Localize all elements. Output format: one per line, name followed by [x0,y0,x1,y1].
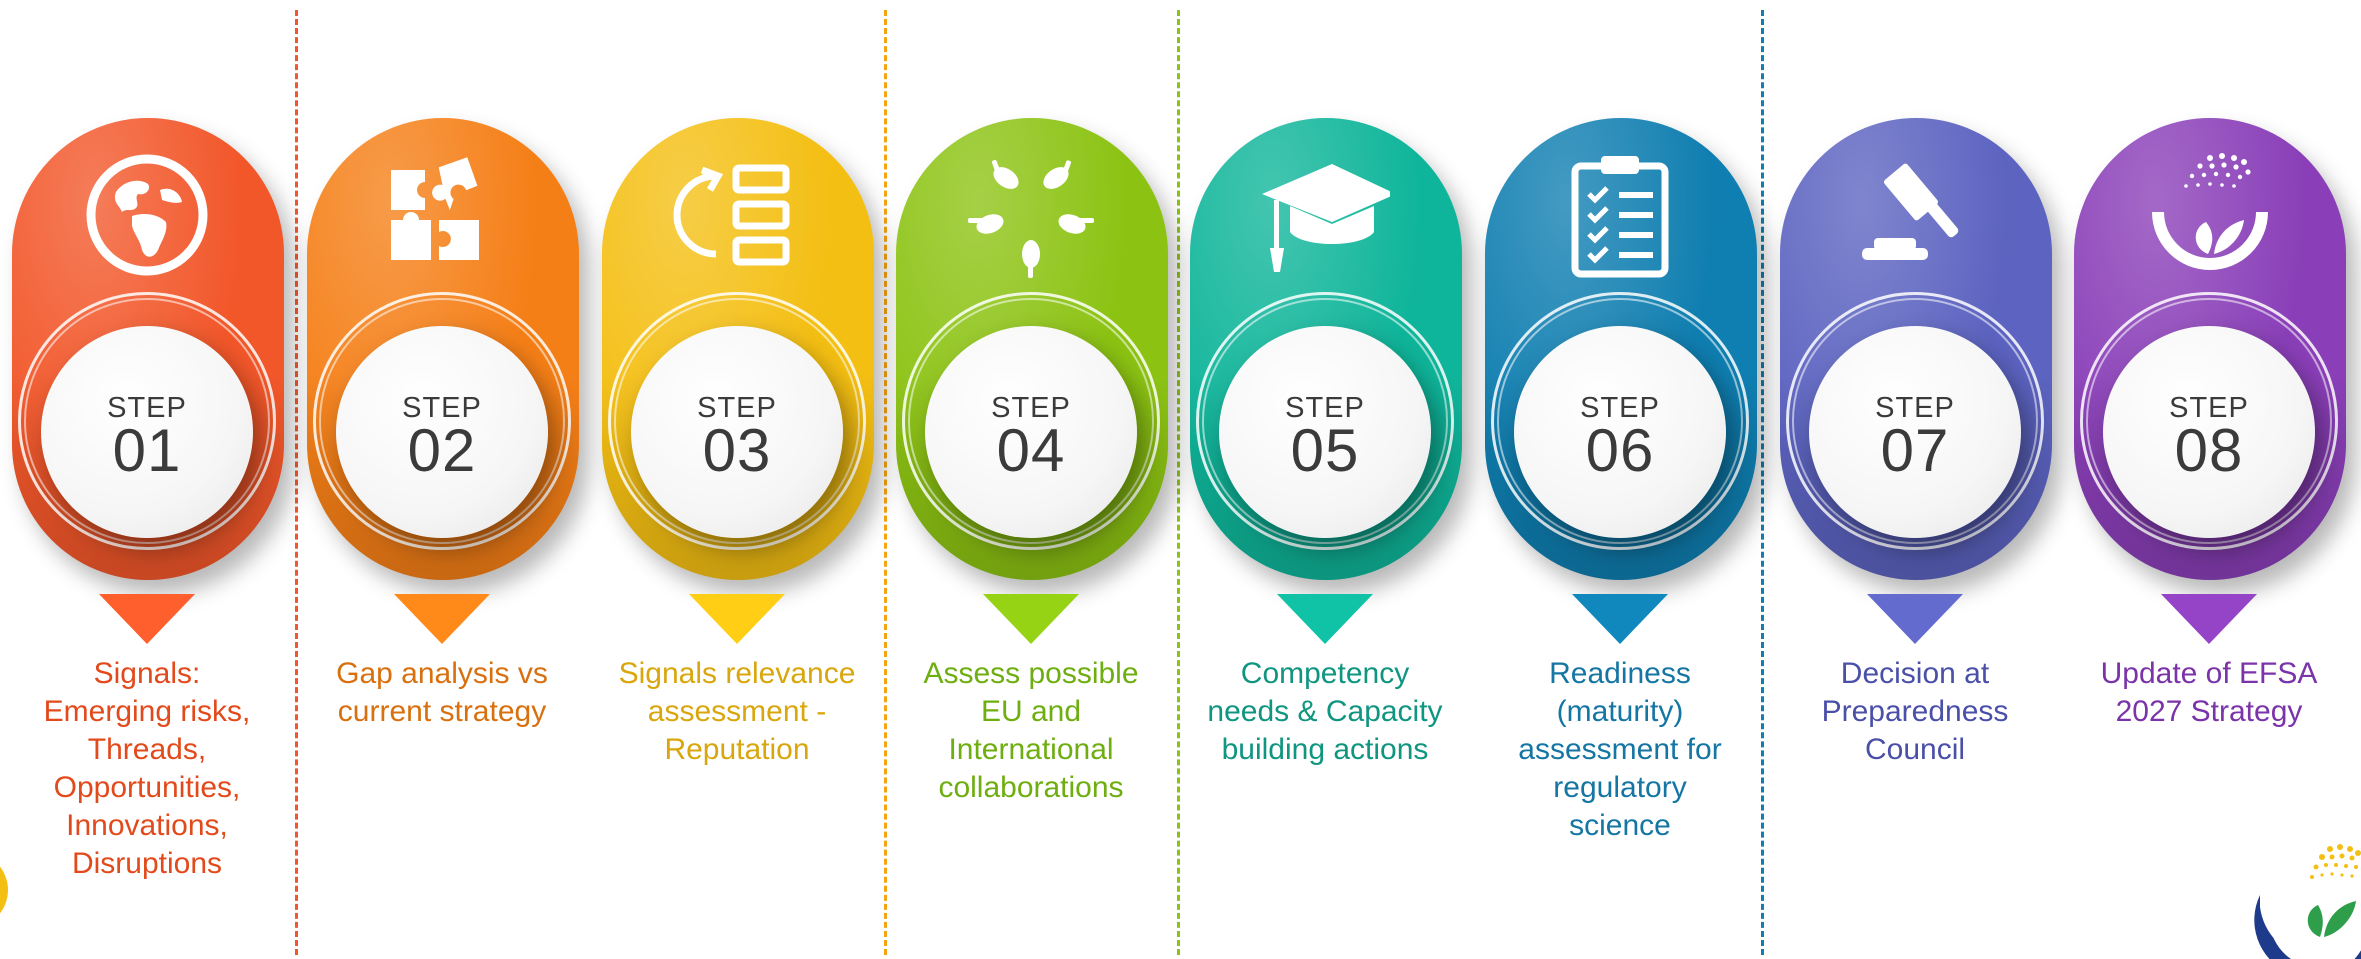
step-label: STEP [402,392,482,424]
step-description-line: Gap analysis vs [336,657,548,690]
step-description-line: collaborations [938,771,1124,804]
step-ring [2080,292,2338,550]
step-label: STEP [697,392,777,424]
step-number: 05 [1290,417,1360,484]
step-number: 02 [407,417,477,484]
step-description-line: current strategy [337,695,547,728]
step-description-line: assessment - [647,695,827,728]
step-description-line: needs & Capacity [1207,695,1443,728]
step-description-line: Competency [1240,657,1410,690]
step-label: STEP [1875,392,1955,424]
step-disc [925,326,1137,538]
step-description-line: Threads, [87,733,207,766]
step-05: STEP 05 Competency needs & Capacity buildi… [1183,0,1467,959]
step-description-line: Assess possible [923,657,1139,690]
step-description-line: regulatory [1553,771,1687,804]
step-disc [1809,326,2021,538]
hands-circle-icon [966,150,1096,280]
step-disc [41,326,253,538]
step-label: STEP [1580,392,1660,424]
step-disc [1514,326,1726,538]
globe-icon [82,150,212,280]
step-description: Signals: Emerging risks, Threads, Opportuni… [5,655,289,883]
step-label: STEP [1285,392,1365,424]
step-label: STEP [991,392,1071,424]
down-arrow-icon [1277,594,1373,644]
step-number: 06 [1585,417,1655,484]
step-description: Signals relevance assessment - Reputation [595,655,879,769]
step-description-line: Emerging risks, [43,695,251,728]
step-description-line: Council [1864,733,1966,766]
step-ring [1196,292,1454,550]
step-08: STEP 08 Update of EFSA 2027 Strategy [2067,0,2351,959]
step-description-line: Decision at [1840,657,1990,690]
step-description: Update of EFSA 2027 Strategy [2067,655,2351,731]
step-ring [902,292,1160,550]
step-description: Competency needs & Capacity building actio… [1183,655,1467,769]
step-description-line: International [948,733,1114,766]
step-description-line: Opportunities, [53,771,241,804]
step-description: Gap analysis vs current strategy [300,655,584,731]
group-divider-1 [295,10,298,955]
step-description-line: Signals: [93,657,201,690]
step-03: STEP 03 Signals relevance assessment - Rep… [595,0,879,959]
step-label: STEP [2169,392,2249,424]
step-description-line: Innovations, [66,809,228,842]
refresh-list-icon [672,150,802,280]
side-decoration-icon [0,866,8,914]
step-description-line: science [1569,809,1671,842]
step-description-line: Disruptions [71,847,223,880]
down-arrow-icon [1867,594,1963,644]
step-description-line: EU and [980,695,1082,728]
step-description-line: assessment for [1518,733,1722,766]
step-description-line: (maturity) [1556,695,1684,728]
step-disc [2103,326,2315,538]
group-divider-4 [1761,10,1764,955]
down-arrow-icon [99,594,195,644]
step-disc [631,326,843,538]
down-arrow-icon [1572,594,1668,644]
step-ring [1491,292,1749,550]
step-description-line: building actions [1221,733,1429,766]
step-description-line: Reputation [664,733,810,766]
step-description-line: Signals relevance [618,657,856,690]
down-arrow-icon [2161,594,2257,644]
step-number: 07 [1880,417,1950,484]
step-ring [18,292,276,550]
down-arrow-icon [689,594,785,644]
step-number: 04 [996,417,1066,484]
efsa-logo-icon [2254,844,2361,959]
down-arrow-icon [394,594,490,644]
step-label: STEP [107,392,187,424]
step-02: STEP 02 Gap analysis vs current strategy [300,0,584,959]
step-ring [313,292,571,550]
clipboard-checklist-icon [1555,150,1685,280]
step-number: 01 [112,417,182,484]
group-divider-2 [884,10,887,955]
step-disc [1219,326,1431,538]
graduation-cap-icon [1260,150,1396,280]
efsa-leaf-icon [2144,150,2274,280]
step-description-line: Preparedness [1821,695,2009,728]
gavel-icon [1850,150,1980,280]
step-number: 08 [2174,417,2244,484]
step-06: STEP 06 Readiness (maturity) assessment fo… [1478,0,1762,959]
step-01: STEP 01 Signals: Emerging risks, Threads, O… [5,0,289,959]
step-ring [1786,292,2044,550]
step-description-line: Readiness [1549,657,1691,690]
step-description-line: Update of EFSA [2100,657,2318,690]
down-arrow-icon [983,594,1079,644]
step-description: Readiness (maturity) assessment for regulat… [1478,655,1762,845]
step-number: 03 [702,417,772,484]
group-divider-3 [1177,10,1180,955]
step-ring [608,292,866,550]
step-description-line: 2027 Strategy [2115,695,2303,728]
step-disc [336,326,548,538]
puzzle-icon [377,150,507,280]
